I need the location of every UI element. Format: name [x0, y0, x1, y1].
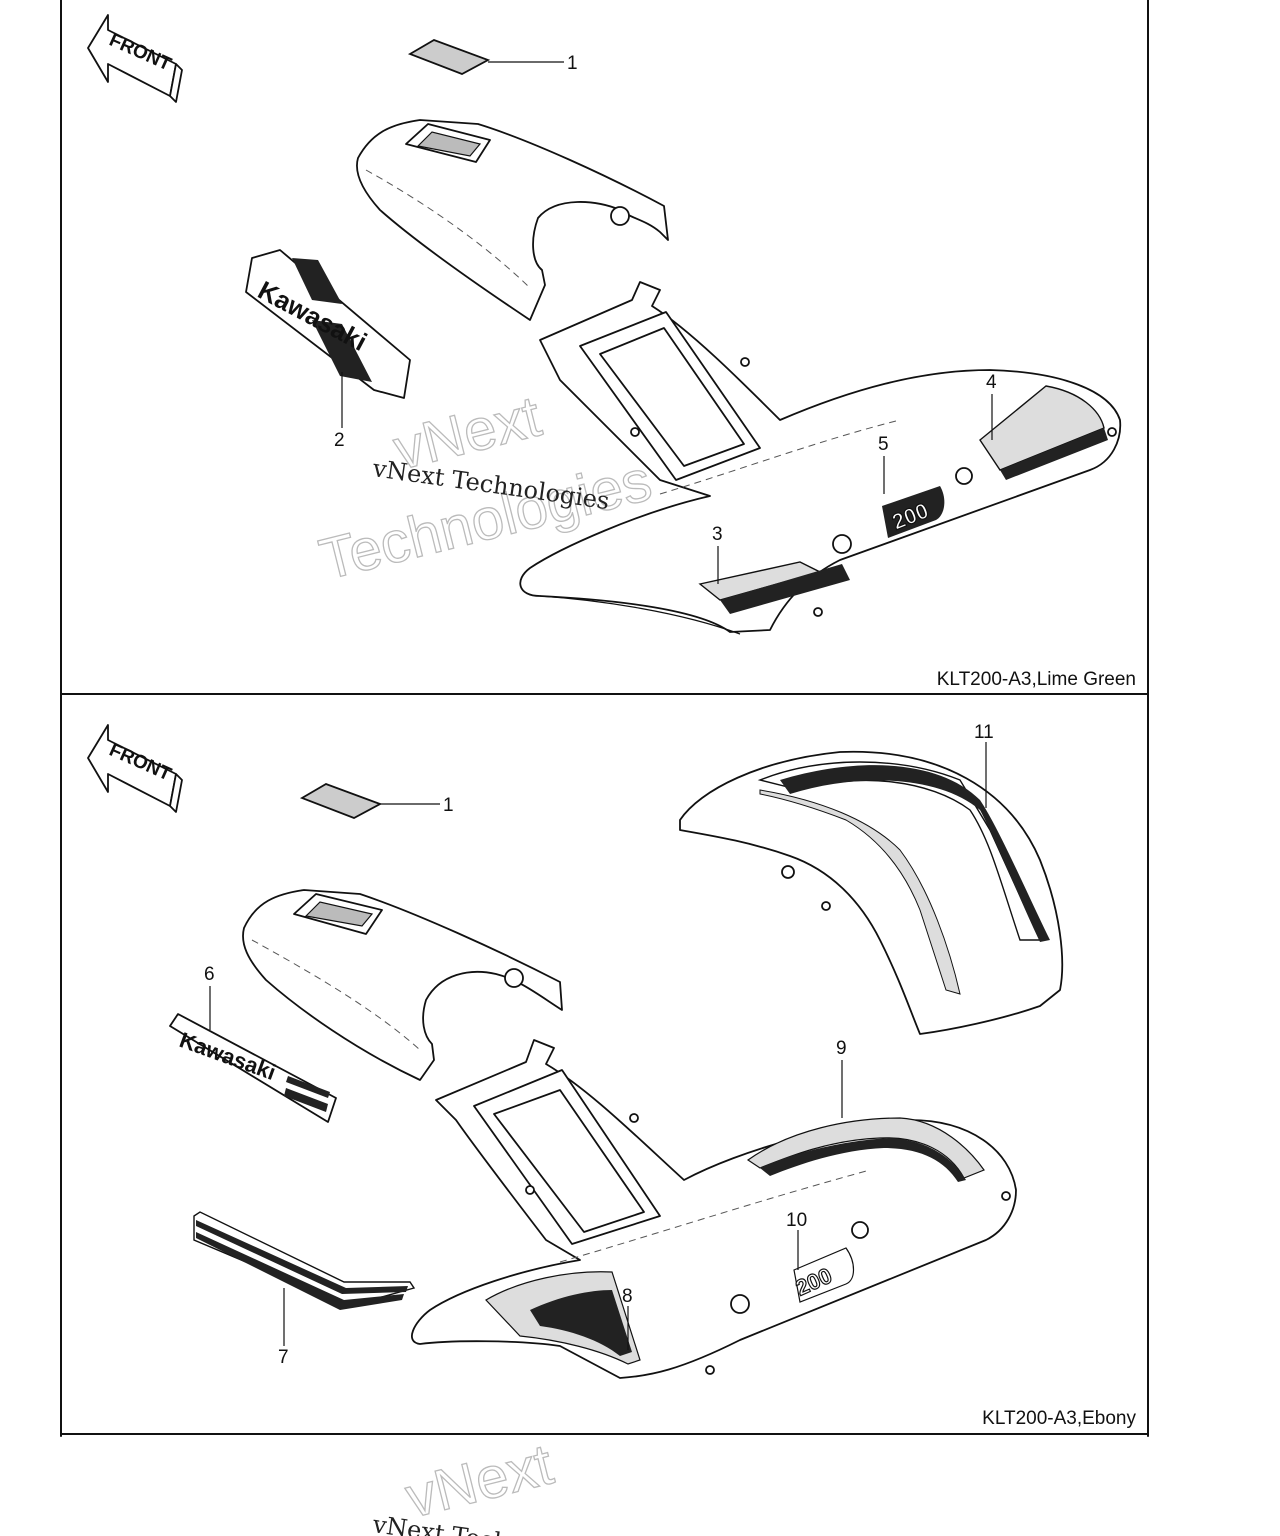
- panel-caption: KLT200-A3,Ebony: [982, 1408, 1136, 1429]
- part-11-front-fender: 11: [679, 722, 1064, 1035]
- decal-brand: Kawasaki: [176, 1027, 279, 1085]
- part-1-gasket: 1: [407, 39, 578, 75]
- part-seat-cowl: [356, 119, 669, 321]
- panel-lime-green: FRONT 1 Kawasaki 2: [87, 14, 1136, 690]
- callout-number: 9: [836, 1038, 847, 1059]
- callout-number: 11: [974, 722, 994, 743]
- callout-number: 6: [204, 964, 215, 985]
- part-4-fender-stripe: 4: [979, 372, 1108, 480]
- part-7-side-stripe: 7: [193, 1211, 416, 1368]
- callout-number: 4: [986, 372, 997, 393]
- part-rear-fender: [519, 281, 1122, 635]
- callout-number: 5: [878, 434, 889, 455]
- part-8-fender-stripe: 8: [485, 1271, 641, 1365]
- panel-ebony: FRONT 1 11 Kawasak: [87, 722, 1136, 1429]
- part-rear-fender: [411, 1039, 1017, 1379]
- callout-number: 3: [712, 524, 723, 545]
- watermark-line: vNext Technologies: [370, 1510, 611, 1536]
- diagram-frame: [60, 0, 1149, 1437]
- panel-caption: KLT200-A3,Lime Green: [937, 669, 1136, 690]
- callout-number: 1: [567, 53, 578, 74]
- callout-number: 10: [786, 1210, 807, 1231]
- part-3-fender-stripe: 3: [698, 524, 850, 614]
- part-seat-cowl: [242, 889, 563, 1081]
- front-arrow-icon: FRONT: [87, 14, 183, 103]
- callout-number: 1: [443, 795, 454, 816]
- part-9-fender-stripe: 9: [746, 1038, 985, 1182]
- part-2-kawasaki-decal: Kawasaki 2: [245, 249, 411, 451]
- front-arrow-icon: FRONT: [87, 724, 183, 813]
- watermark-title: vNext: [399, 1432, 559, 1531]
- part-5-model-decal: 200 5: [878, 434, 945, 538]
- callout-number: 7: [278, 1347, 289, 1368]
- callout-number: 8: [622, 1286, 633, 1307]
- part-1-gasket: 1: [299, 783, 454, 819]
- callout-number: 2: [334, 430, 345, 451]
